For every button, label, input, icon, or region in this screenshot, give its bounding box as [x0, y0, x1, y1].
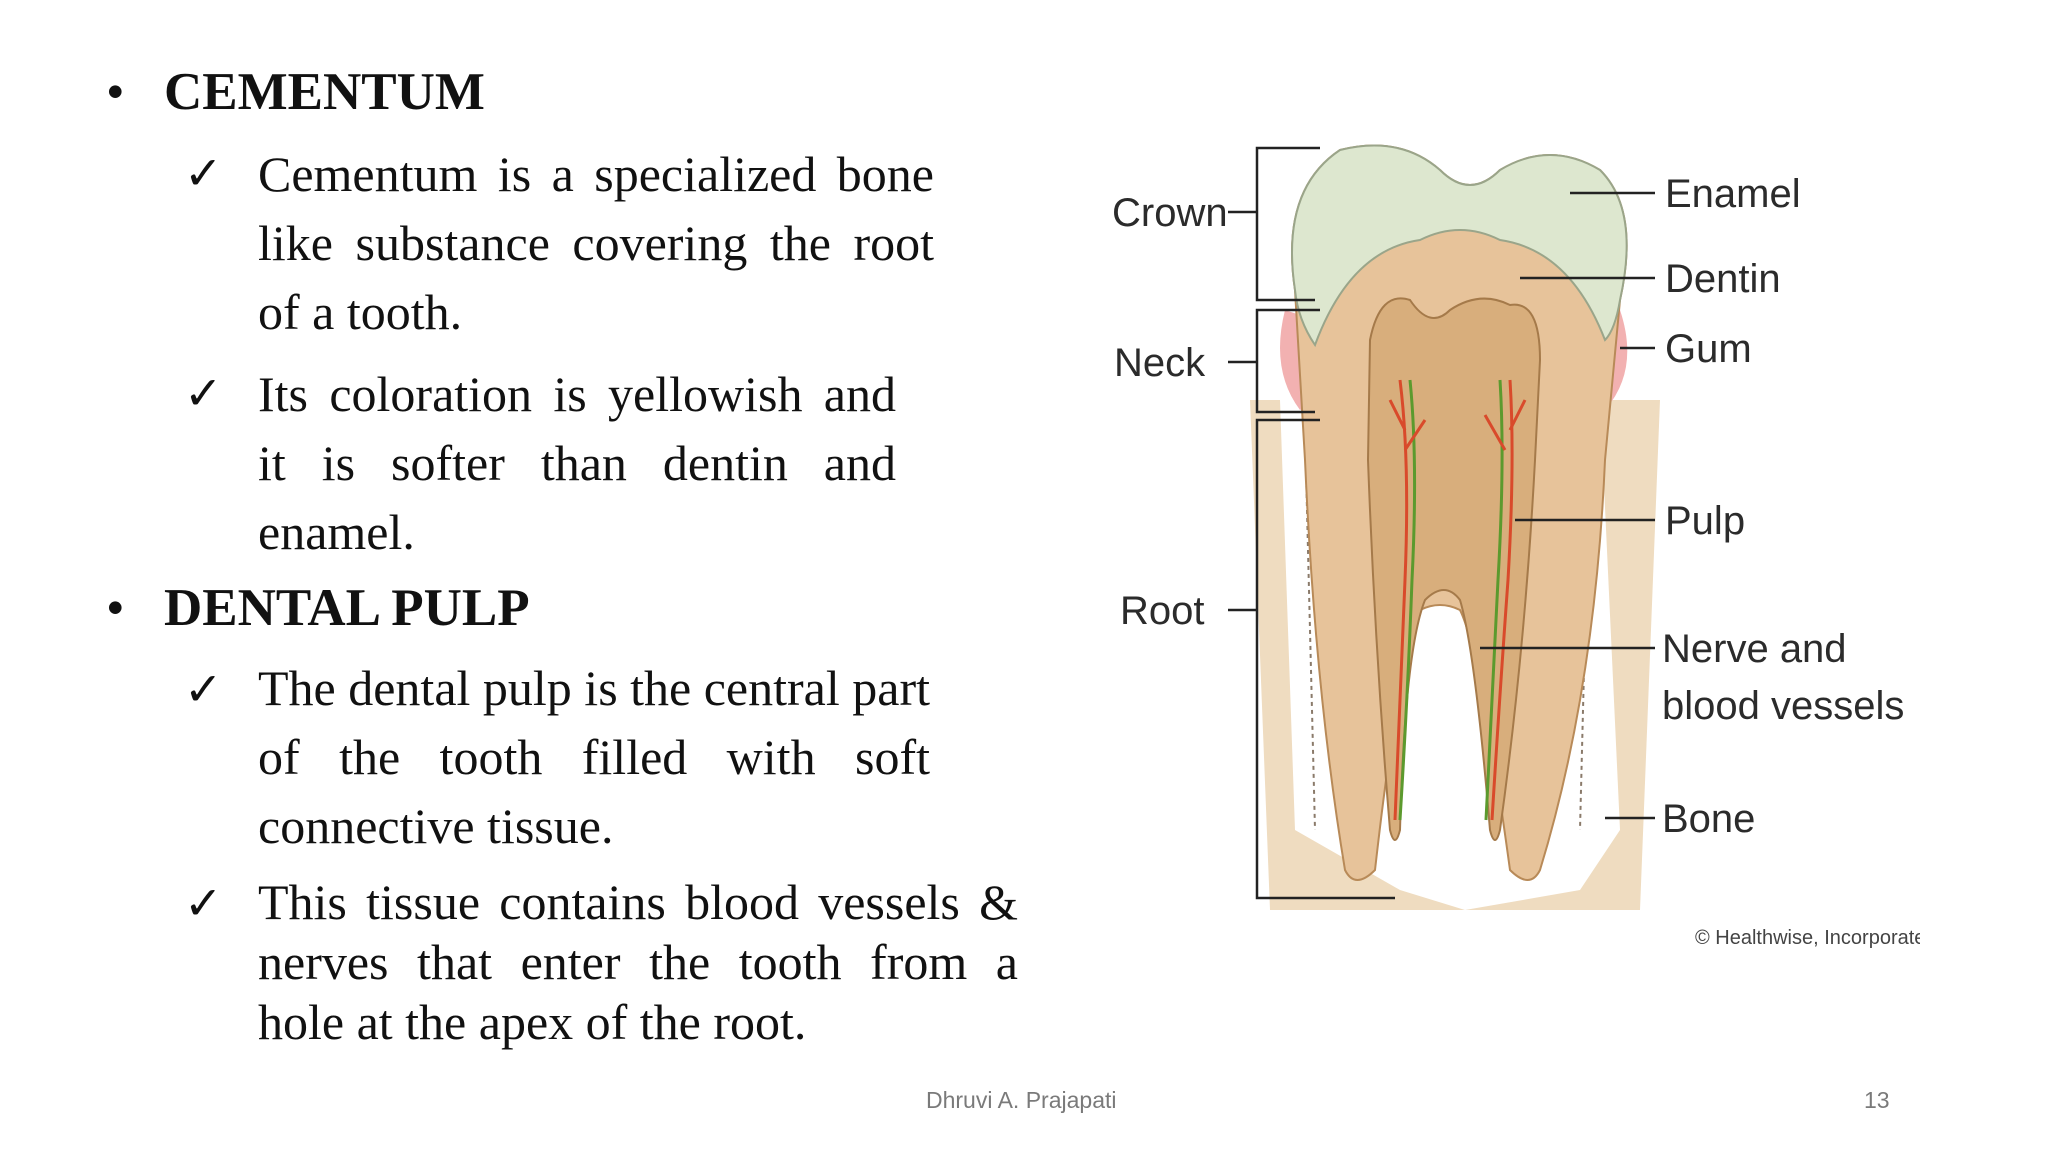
check-icon: ✓: [184, 662, 223, 716]
heading-dental-pulp-text: DENTAL PULP: [164, 579, 530, 637]
bracket-lines: [1228, 146, 1395, 900]
enamel-region: [1291, 144, 1628, 348]
footer-author: Dhruvi A. Prajapati: [926, 1087, 1117, 1113]
tooth-diagram: Crown Neck Root Enamel Dentin Gum Pulp N…: [1112, 144, 1920, 949]
check-icon: ✓: [184, 876, 223, 930]
cementum-point-2: Its coloration is yellowish and it is so…: [258, 366, 896, 560]
label-root: Root: [1120, 589, 1205, 633]
label-nerve-line2: blood vessels: [1662, 684, 1904, 728]
pulp-point-1: The dental pulp is the central part of t…: [258, 660, 930, 854]
bullet-icon: •: [106, 579, 125, 637]
cementum-point-1: Cementum is a specialized bone like subs…: [258, 146, 934, 340]
check-icon: ✓: [184, 146, 223, 200]
pulp-point-2: This tissue contains blood vessels & ner…: [258, 874, 1018, 1050]
check-icon: ✓: [184, 366, 223, 420]
heading-cementum-text: CEMENTUM: [164, 63, 485, 121]
image-credit: © Healthwise, Incorporated: [1695, 927, 1920, 949]
label-crown: Crown: [1112, 191, 1228, 235]
leader-lines: [1480, 191, 1655, 820]
bone-region: [1250, 400, 1660, 910]
label-dentin: Dentin: [1665, 257, 1781, 301]
label-pulp: Pulp: [1665, 499, 1745, 543]
label-bone: Bone: [1662, 797, 1755, 841]
heading-dental-pulp: • DENTAL PULP: [106, 582, 530, 635]
nerve-and-vessel-lines: [1388, 379, 1527, 821]
heading-cementum: • CEMENTUM: [106, 66, 485, 119]
label-gum: Gum: [1665, 327, 1752, 371]
bullet-icon: •: [106, 63, 125, 121]
label-neck: Neck: [1114, 341, 1206, 385]
page-number: 13: [1864, 1087, 1890, 1113]
label-enamel: Enamel: [1665, 172, 1801, 216]
label-nerve-line1: Nerve and: [1662, 627, 1847, 671]
